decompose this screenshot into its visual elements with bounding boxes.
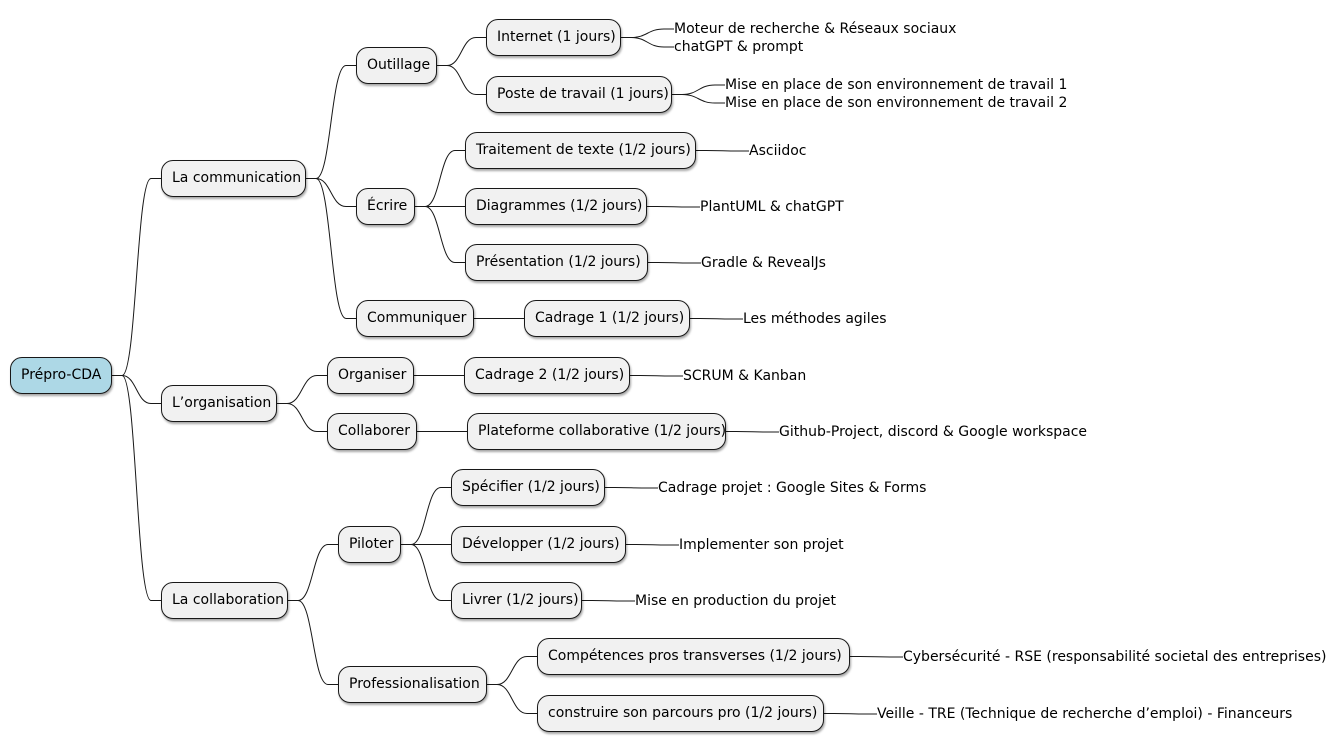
root-node[interactable]: Prépro-CDA xyxy=(10,357,112,394)
connector-leaf-2-1-0-0 xyxy=(850,656,903,658)
node-poste-de-travail[interactable]: Poste de travail (1 jours) xyxy=(486,76,672,113)
leaf-github-discord-google: Github-Project, discord & Google workspa… xyxy=(779,424,1088,440)
connector-leaf-0-1-0-0 xyxy=(696,150,749,152)
connector-0-2 xyxy=(306,178,356,319)
connector-0-0-1 xyxy=(437,65,486,95)
branch-la-collaboration[interactable]: La collaboration xyxy=(161,582,288,619)
leaf-asciidoc: Asciidoc xyxy=(749,143,807,159)
connector-0-0-0 xyxy=(437,37,486,66)
node-professionalisation[interactable]: Professionalisation xyxy=(338,666,487,703)
node-organiser[interactable]: Organiser xyxy=(327,357,414,394)
connector-2-1-0 xyxy=(487,656,537,685)
node-developper[interactable]: Développer (1/2 jours) xyxy=(451,526,626,563)
connector-leaf-0-0-0-0 xyxy=(621,28,674,38)
node-presentation[interactable]: Présentation (1/2 jours) xyxy=(465,244,648,281)
connector-0-1 xyxy=(306,178,356,207)
connector-leaf-0-0-1-1 xyxy=(672,94,725,104)
leaf-gradle-revealjs: Gradle & RevealJs xyxy=(701,255,826,271)
node-diagrammes[interactable]: Diagrammes (1/2 jours) xyxy=(465,188,647,225)
node-communiquer[interactable]: Communiquer xyxy=(356,300,474,337)
connector-leaf-2-1-1-0 xyxy=(824,713,877,715)
connector-1-1 xyxy=(277,403,327,432)
node-collaborer[interactable]: Collaborer xyxy=(327,413,417,450)
node-plateforme-collaborative[interactable]: Plateforme collaborative (1/2 jours) xyxy=(467,413,726,450)
node-ecrire[interactable]: Écrire xyxy=(356,188,415,225)
connector-leaf-2-0-1-0 xyxy=(626,544,679,546)
node-cadrage-1[interactable]: Cadrage 1 (1/2 jours) xyxy=(524,300,690,337)
connector-2-1 xyxy=(288,600,338,685)
leaf-environnement-2: Mise en place de son environnement de tr… xyxy=(725,95,1068,111)
leaf-cadrage-projet: Cadrage projet : Google Sites & Forms xyxy=(658,480,927,496)
connector-leaf-2-0-2-0 xyxy=(582,600,635,602)
connector-leaf-0-1-2-0 xyxy=(648,262,701,264)
connector-1-0 xyxy=(277,375,327,404)
node-construire-son-parcours-pro[interactable]: construire son parcours pro (1/2 jours) xyxy=(537,695,824,732)
connector-leaf-0-1-1-0 xyxy=(647,206,700,208)
leaf-environnement-1: Mise en place de son environnement de tr… xyxy=(725,77,1068,93)
connector-2-0-2 xyxy=(401,544,451,601)
connector-leaf-1-1-0-0 xyxy=(726,431,779,433)
connector-2 xyxy=(112,375,161,601)
leaf-mise-en-production: Mise en production du projet xyxy=(635,593,836,609)
connector-0 xyxy=(112,178,161,376)
node-outillage[interactable]: Outillage xyxy=(356,47,437,84)
leaf-implementer-projet: Implementer son projet xyxy=(679,537,844,553)
node-traitement-de-texte[interactable]: Traitement de texte (1/2 jours) xyxy=(465,132,696,169)
connector-2-0-0 xyxy=(401,487,451,545)
branch-la-communication[interactable]: La communication xyxy=(161,160,306,197)
connector-1 xyxy=(112,375,161,404)
leaf-chatgpt-prompt: chatGPT & prompt xyxy=(674,39,804,55)
leaf-methodes-agiles: Les méthodes agiles xyxy=(743,311,887,327)
leaf-plantuml-chatgpt: PlantUML & chatGPT xyxy=(700,199,844,215)
connector-0-1-0 xyxy=(415,150,465,207)
leaf-veille-tre-financeurs: Veille - TRE (Technique de recherche d’e… xyxy=(877,706,1293,722)
leaf-moteur-de-recherche: Moteur de recherche & Réseaux sociaux xyxy=(674,21,957,37)
leaf-cybersecurite-rse: Cybersécurité - RSE (responsabilité soci… xyxy=(903,649,1327,665)
connector-0-1-2 xyxy=(415,206,465,263)
node-piloter[interactable]: Piloter xyxy=(338,526,401,563)
leaf-scrum-kanban: SCRUM & Kanban xyxy=(683,368,807,384)
node-specifier[interactable]: Spécifier (1/2 jours) xyxy=(451,469,605,506)
connector-leaf-1-0-0-0 xyxy=(630,375,683,377)
node-competences-pros-transverses[interactable]: Compétences pros transverses (1/2 jours) xyxy=(537,638,850,675)
branch-l-organisation[interactable]: L’organisation xyxy=(161,385,277,422)
connector-leaf-0-0-0-1 xyxy=(621,37,674,48)
node-internet[interactable]: Internet (1 jours) xyxy=(486,19,621,56)
connector-leaf-0-0-1-0 xyxy=(672,84,725,95)
connector-leaf-0-2-0-0 xyxy=(690,318,743,320)
connector-0-0 xyxy=(306,65,356,179)
connector-2-1-1 xyxy=(487,684,537,714)
connector-leaf-2-0-0-0 xyxy=(605,487,658,489)
node-livrer[interactable]: Livrer (1/2 jours) xyxy=(451,582,582,619)
connector-2-0 xyxy=(288,544,338,601)
node-cadrage-2[interactable]: Cadrage 2 (1/2 jours) xyxy=(464,357,630,394)
